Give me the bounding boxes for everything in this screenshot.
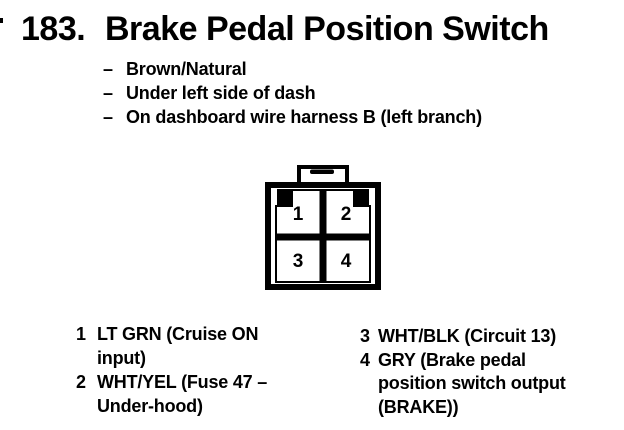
pin-number: 2 [76,372,86,392]
section-number: 183. [21,10,86,48]
detail-item-location: – Under left side of dash [103,81,482,105]
section-title: 183. Brake Pedal Position Switch [0,10,624,50]
dash-bullet: – [103,83,113,103]
pin-wire-description: GRY (Brake pedal position switch output … [378,349,566,417]
latch-slot [310,169,334,174]
pin-number: 1 [76,324,86,344]
pin-2-label: 2 [341,204,352,225]
pin-1-label: 1 [293,204,304,225]
cavity-4 [324,238,371,283]
detail-item-harness: – On dashboard wire harness B (left bran… [103,105,482,129]
pin-wire-description: WHT/YEL (Fuse 47 – Under-hood) [97,372,268,416]
pin-description-1: 1 LT GRN (Cruise ON input) [76,322,336,370]
cavity-3 [275,238,322,283]
pin-wire-description: WHT/BLK (Circuit 13) [378,326,556,346]
pin-wire-description: LT GRN (Cruise ON input) [97,324,259,368]
pin-description-2: 2 WHT/YEL (Fuse 47 – Under-hood) [76,370,336,418]
detail-text: On dashboard wire harness B (left branch… [126,107,482,127]
dash-bullet: – [103,107,113,127]
detail-list: – Brown/Natural – Under left side of das… [103,57,482,129]
section-name: Brake Pedal Position Switch [105,10,549,48]
connector-diagram: 1 2 3 4 [265,165,381,290]
pin-number: 3 [360,326,370,346]
detail-text: Under left side of dash [126,83,316,103]
notch-step-left [277,189,291,205]
detail-text: Brown/Natural [126,59,247,79]
pin-legend-left: 1 LT GRN (Cruise ON input) 2 WHT/YEL (Fu… [76,322,336,418]
pin-4-label: 4 [341,251,352,272]
dash-bullet: – [103,59,113,79]
pin-description-4: 4 GRY (Brake pedal position switch outpu… [360,349,622,420]
scan-speck [0,18,3,23]
notch-step-right [355,189,369,205]
pin-number: 4 [360,349,370,370]
pin-description-3: 3 WHT/BLK (Circuit 13) [360,325,622,349]
detail-item-color: – Brown/Natural [103,57,482,81]
pin-3-label: 3 [293,251,304,272]
pin-legend-right: 3 WHT/BLK (Circuit 13) 4 GRY (Brake peda… [360,325,622,419]
